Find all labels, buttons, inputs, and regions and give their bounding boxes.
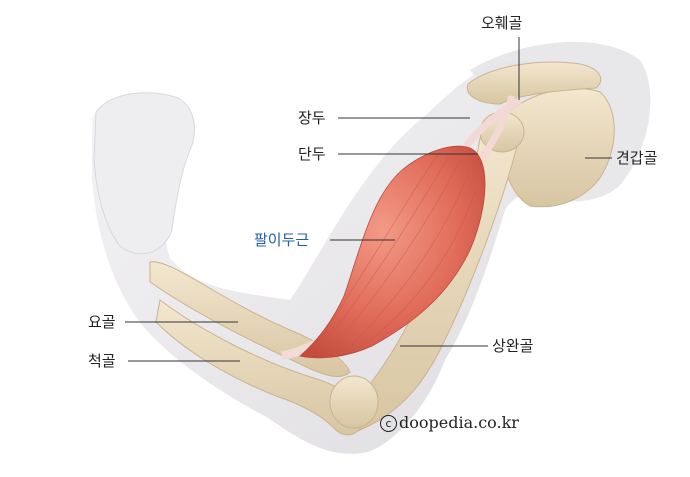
credit-text: doopedia.co.kr (399, 413, 519, 432)
label-long-head: 장두 (298, 109, 326, 127)
label-radius: 요골 (88, 313, 116, 331)
ulna-bone (155, 299, 365, 436)
long-head-tendon (459, 96, 522, 154)
copyright-icon: c (380, 415, 397, 432)
label-ulna: 척골 (88, 352, 116, 370)
label-humerus: 상완골 (492, 337, 534, 355)
label-scapula: 견갑골 (616, 149, 658, 167)
coracoid-bone (466, 61, 602, 105)
muscle-fibers (309, 151, 477, 355)
label-short-head: 단두 (298, 145, 326, 163)
elbow-joint (329, 375, 379, 429)
leader-lines (125, 37, 612, 362)
label-acromion: 오훼골 (481, 14, 523, 32)
label-biceps: 팔이두근 (254, 231, 310, 249)
short-head-tendon (479, 95, 516, 161)
fist-skin (93, 92, 195, 255)
